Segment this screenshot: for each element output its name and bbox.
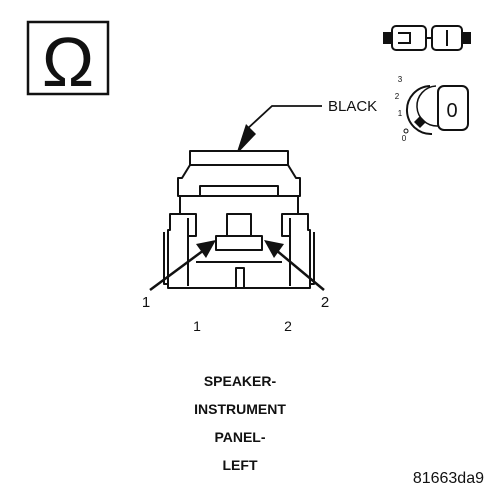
figure-id: 81663da9 xyxy=(413,470,484,487)
callout-2: 2 xyxy=(321,294,329,311)
title-line-2: INSTRUMENT xyxy=(194,401,286,417)
pin-number-2: 2 xyxy=(284,318,292,334)
connector-body xyxy=(163,150,315,289)
key-position-3: 3 xyxy=(398,75,403,84)
color-label: BLACK xyxy=(328,98,377,115)
callout-arrow-1 xyxy=(149,240,216,292)
title-line-1: SPEAKER- xyxy=(204,373,277,389)
ohm-symbol: Ω xyxy=(42,23,94,101)
key-letter: 0 xyxy=(446,100,457,122)
connector-title: SPEAKER- INSTRUMENT PANEL- LEFT xyxy=(194,373,286,473)
callout-1: 1 xyxy=(142,294,150,311)
key-position-icon: 0 3 2 1 0 xyxy=(395,75,469,143)
callout-arrow-2 xyxy=(264,240,325,291)
pin-number-1: 1 xyxy=(193,318,201,334)
title-line-3: PANEL- xyxy=(214,429,265,445)
key-position-2: 2 xyxy=(395,92,400,101)
color-leader-arrow xyxy=(236,105,322,155)
key-position-1: 1 xyxy=(398,109,403,118)
title-line-4: LEFT xyxy=(223,457,258,473)
key-position-0: 0 xyxy=(402,134,407,143)
connector-halves-icon xyxy=(383,25,471,51)
ohmmeter-icon: Ω xyxy=(26,20,110,101)
